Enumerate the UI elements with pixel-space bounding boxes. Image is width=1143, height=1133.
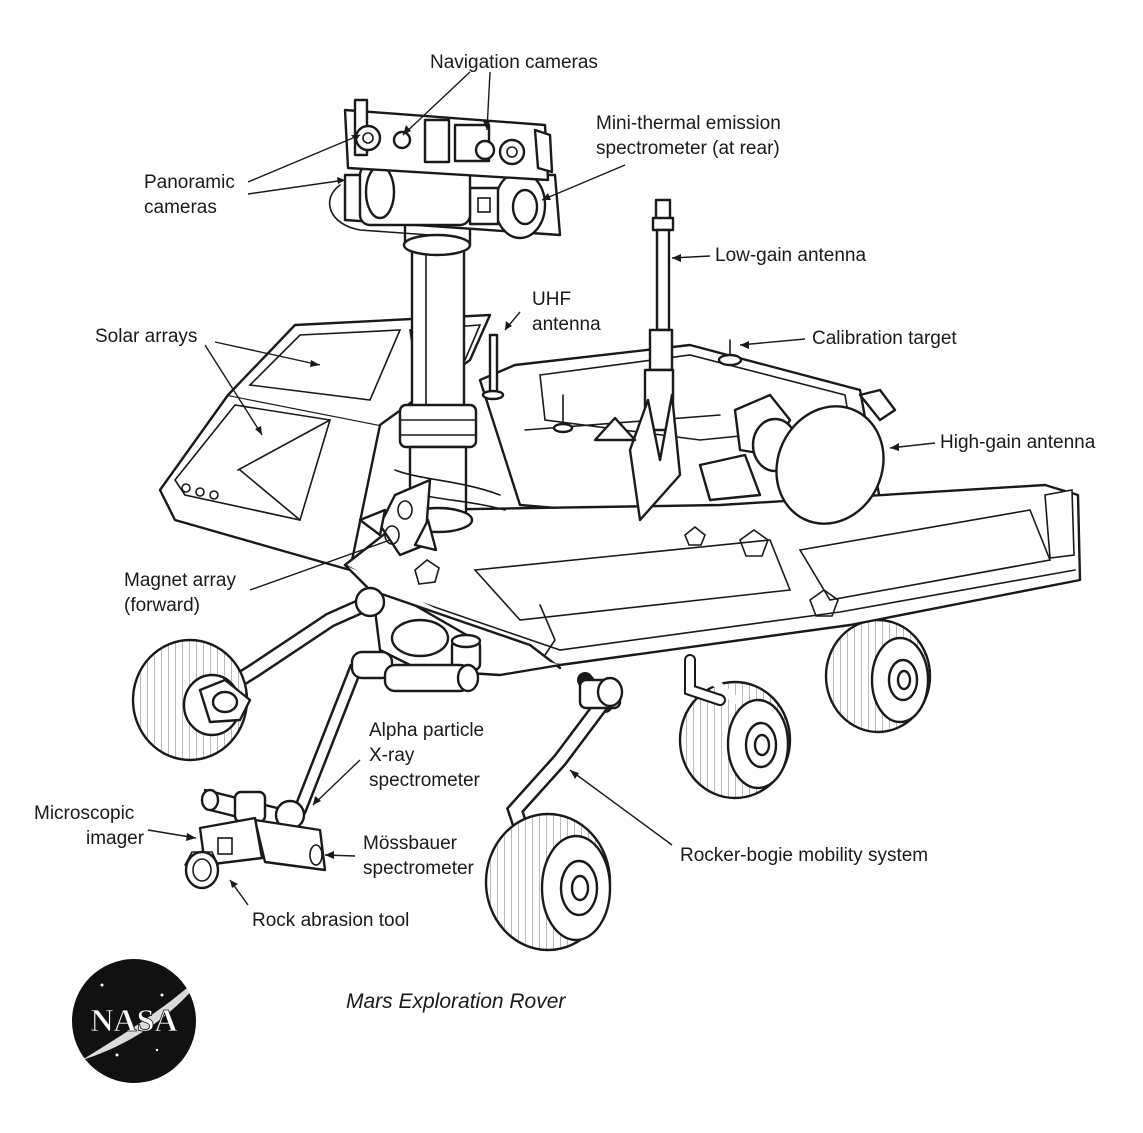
- instrument-arm: [184, 650, 480, 890]
- label-panoramic-line1: Panoramic: [144, 172, 235, 193]
- camera-mast: [394, 198, 506, 534]
- rocker-bogie-right: [651, 646, 739, 706]
- high-gain-antenna: [698, 388, 897, 525]
- label-apxs-line2: X-ray: [369, 745, 415, 766]
- label-low-gain-antenna: Low-gain antenna: [715, 245, 867, 266]
- solar-array-right: [343, 483, 1082, 670]
- figure-caption: Mars Exploration Rover: [346, 990, 566, 1013]
- calibration-target: [717, 339, 743, 367]
- label-uhf-line1: UHF: [532, 289, 572, 310]
- rover-body: [373, 608, 562, 677]
- label-uhf-line2: antenna: [532, 314, 601, 335]
- camera-head: [328, 98, 562, 240]
- label-panoramic-line2: cameras: [144, 197, 217, 218]
- leader-lines: [147, 71, 936, 906]
- label-magnet-line1: Magnet array: [124, 570, 236, 591]
- label-mini-tes-line1: Mini-thermal emission: [596, 113, 781, 134]
- label-high-gain-antenna: High-gain antenna: [940, 432, 1096, 453]
- label-microscopic-line2: imager: [86, 828, 145, 849]
- label-mossbauer-line1: Mössbauer: [363, 833, 457, 854]
- label-solar-arrays: Solar arrays: [95, 326, 198, 347]
- low-gain-antenna: [628, 198, 682, 522]
- label-navigation-cameras: Navigation cameras: [430, 52, 598, 73]
- rear-right-wheel: [824, 618, 932, 734]
- label-microscopic-line1: Microscopic: [34, 803, 135, 824]
- label-rock-abrasion-tool: Rock abrasion tool: [252, 910, 410, 931]
- magnet-array: [358, 478, 438, 557]
- uhf-antenna: [481, 333, 637, 442]
- middle-right-wheel: [678, 680, 792, 800]
- label-mossbauer-line2: spectrometer: [363, 858, 474, 879]
- label-magnet-line2: (forward): [124, 595, 201, 616]
- front-left-wheel: [131, 638, 252, 762]
- label-apxs-line1: Alpha particle: [369, 720, 485, 741]
- arrowheads: [186, 121, 899, 888]
- front-right-wheel: [484, 812, 612, 952]
- nasa-logo-text: NASA: [90, 1002, 177, 1038]
- label-apxs-line3: spectrometer: [369, 770, 480, 791]
- label-calibration-target: Calibration target: [812, 328, 957, 349]
- nasa-logo: NASA: [72, 959, 210, 1083]
- label-mini-tes-line2: spectrometer (at rear): [596, 138, 780, 159]
- label-rocker-bogie: Rocker-bogie mobility system: [680, 845, 929, 866]
